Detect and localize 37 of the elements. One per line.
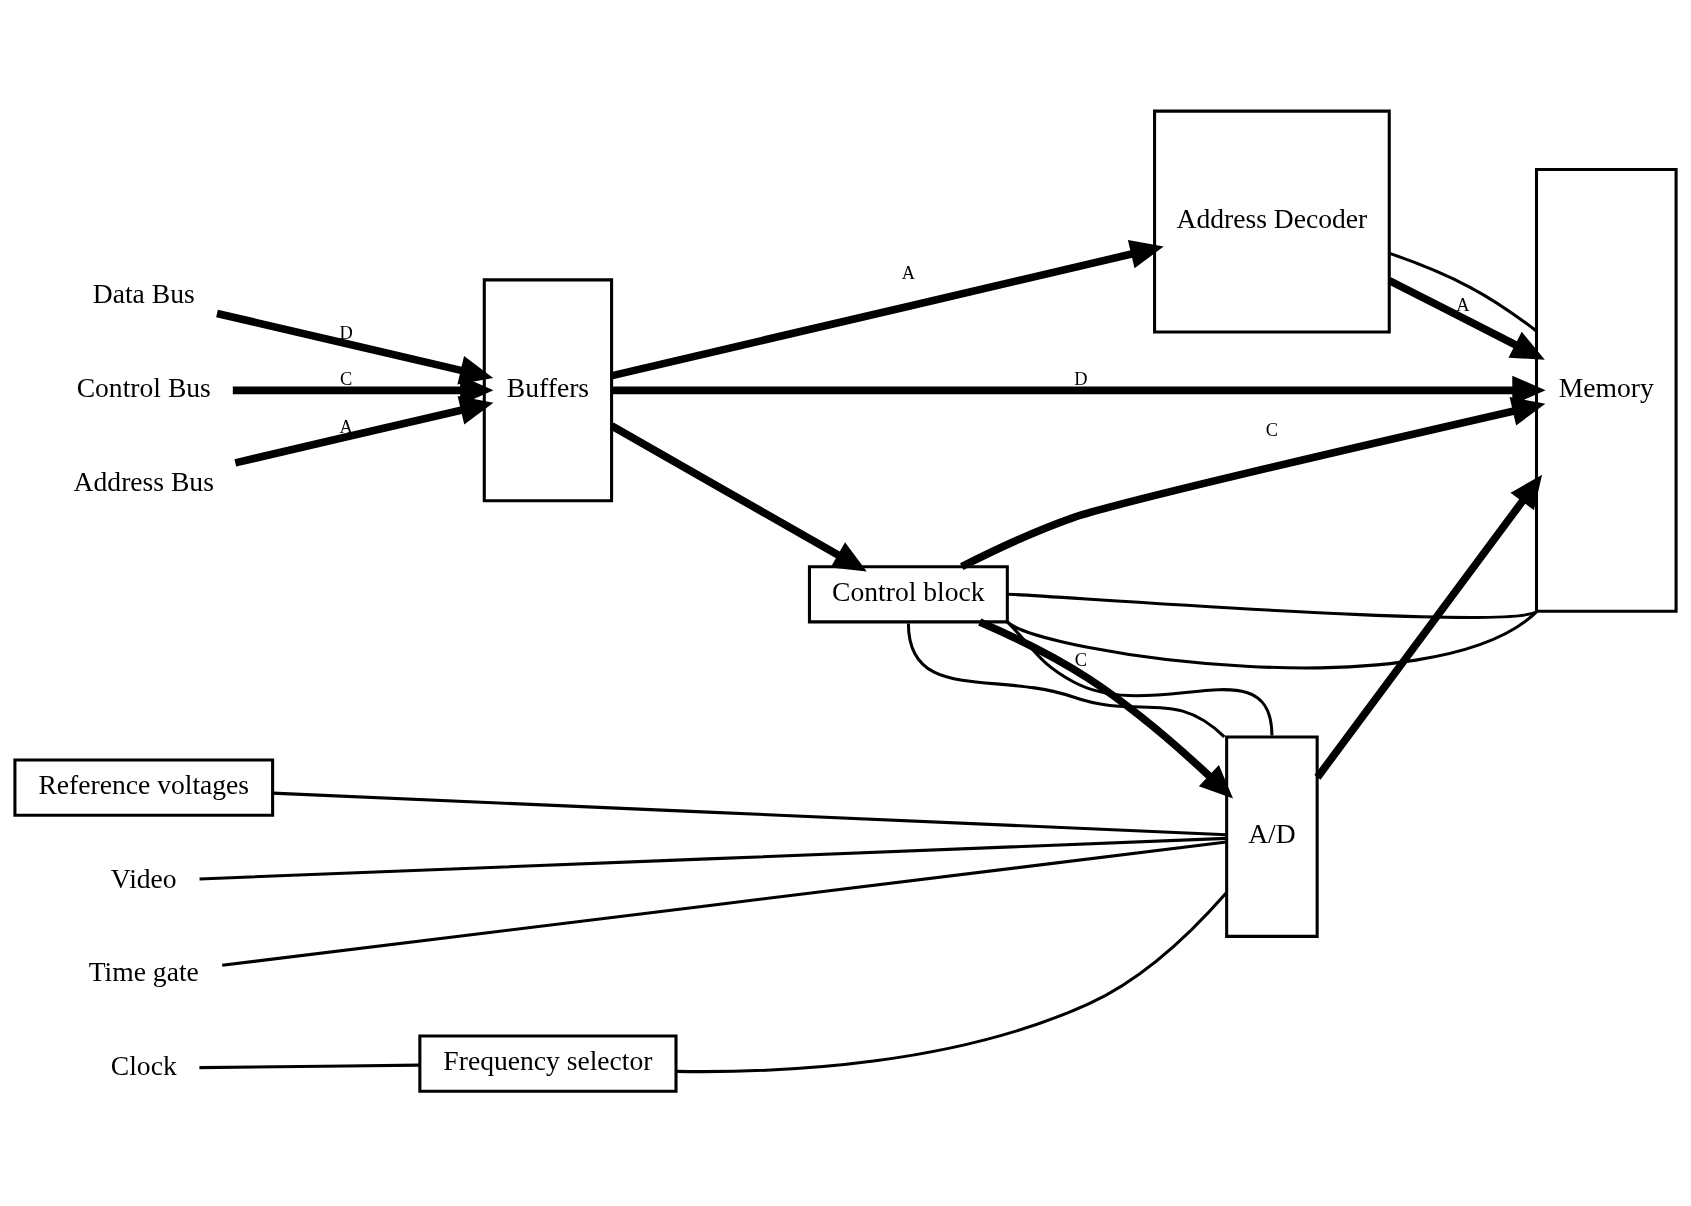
connector <box>1007 592 1538 619</box>
node-text: Time gate <box>88 955 199 987</box>
node-text: Address Bus <box>73 465 214 497</box>
edge-label: C <box>340 368 353 389</box>
arrow <box>234 395 494 467</box>
connector <box>272 791 1227 836</box>
node-box: Memory <box>1534 167 1678 613</box>
connector <box>1389 251 1537 332</box>
node-box: Reference voltages <box>13 757 275 817</box>
arrow <box>960 396 1546 570</box>
arrow <box>216 309 494 385</box>
node-text: Clock <box>110 1049 177 1081</box>
edge-label: C <box>1265 419 1279 440</box>
node-box: Buffers <box>482 277 614 502</box>
node-text: Control Bus <box>76 371 211 403</box>
node-text: Video <box>110 862 177 894</box>
arrow <box>1387 276 1545 360</box>
connector <box>906 622 1226 738</box>
connector <box>222 840 1227 967</box>
node-box: Control block <box>807 564 1009 623</box>
connector <box>676 890 1228 1073</box>
arrow <box>611 239 1164 379</box>
arrow <box>1314 474 1543 780</box>
edge-label: A <box>901 262 916 283</box>
node-text: Data Bus <box>92 277 195 309</box>
node-box: A/D <box>1225 734 1319 938</box>
edge-label: D <box>339 322 353 343</box>
connector <box>199 1063 420 1069</box>
connector <box>199 836 1227 880</box>
edge-label: A <box>1456 294 1470 315</box>
edge-label: C <box>1074 649 1088 670</box>
node-box: Address Decoder <box>1153 109 1391 334</box>
edge-label: D <box>1074 368 1088 389</box>
arrow <box>609 422 867 571</box>
arrow <box>978 617 1234 799</box>
node-box: Frequency selector <box>418 1034 678 1093</box>
edge-label: A <box>339 416 353 437</box>
